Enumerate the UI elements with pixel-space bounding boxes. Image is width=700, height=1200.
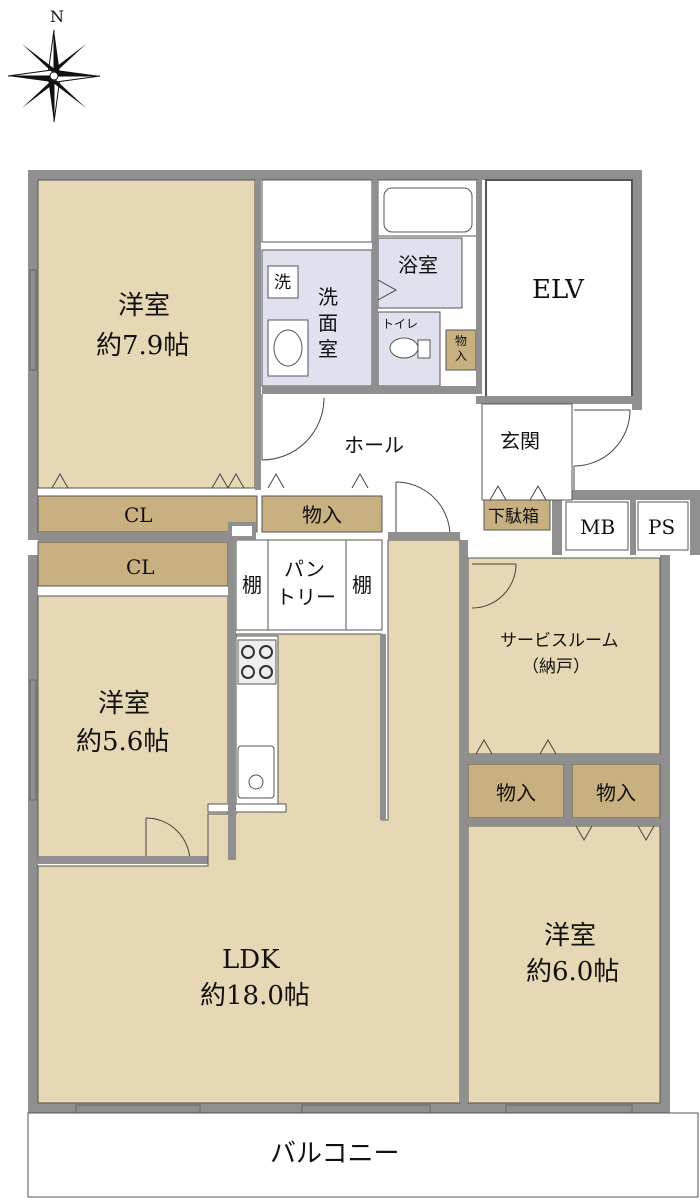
room-western-1-size: 約7.9帖 bbox=[96, 331, 189, 361]
room-western-3-name: 洋室 bbox=[544, 921, 596, 951]
mb-label: MB bbox=[580, 515, 615, 539]
washroom-label-1: 洗 bbox=[318, 285, 338, 309]
pantry-label-2: トリー bbox=[276, 585, 336, 609]
hall-storage bbox=[261, 495, 383, 533]
room-western-2-name: 洋室 bbox=[98, 689, 150, 719]
elevator-shaft bbox=[485, 179, 633, 401]
washroom-label-3: 室 bbox=[318, 337, 338, 361]
hall-door bbox=[395, 481, 451, 537]
pantry-shelf-right: 棚 bbox=[352, 573, 372, 597]
entrance-label: 玄関 bbox=[500, 429, 540, 453]
service-storage-2-label: 物入 bbox=[596, 781, 636, 805]
entrance-door bbox=[573, 409, 631, 490]
toilet-storage-label-1: 物 bbox=[455, 334, 467, 348]
pantry-label-1: パン bbox=[284, 557, 325, 581]
room-ldk-size: 約18.0帖 bbox=[200, 981, 310, 1011]
shoe-box-label: 下駄箱 bbox=[488, 507, 539, 527]
elevator-label: ELV bbox=[532, 275, 585, 305]
washroom-label-2: 面 bbox=[318, 311, 338, 335]
mb-box bbox=[565, 501, 629, 551]
closet-2-label: CL bbox=[126, 555, 155, 579]
ps-label: PS bbox=[648, 515, 675, 539]
ps-box bbox=[637, 501, 689, 551]
washer-label: 洗 bbox=[274, 273, 291, 293]
pantry bbox=[228, 522, 383, 631]
hall-storage-label: 物入 bbox=[302, 503, 342, 527]
shoe-box bbox=[483, 499, 551, 531]
closet-1-door-marks bbox=[51, 472, 245, 489]
toilet-storage-label-2: 入 bbox=[455, 349, 467, 363]
toilet-label: トイレ bbox=[382, 317, 418, 331]
partition-walls bbox=[228, 532, 660, 1103]
elevator-wall bbox=[476, 396, 642, 404]
wall-western-2-bottom bbox=[38, 856, 208, 864]
balcony-label: バルコニー bbox=[270, 1139, 399, 1169]
wall-cl-divider bbox=[38, 532, 228, 542]
hall-storage-door-marks bbox=[267, 472, 369, 489]
compass-north-label: N bbox=[50, 7, 64, 26]
wet-area bbox=[261, 179, 482, 394]
service-room-door bbox=[471, 563, 517, 609]
room-western-3 bbox=[467, 825, 661, 1104]
closet-1 bbox=[37, 495, 258, 533]
room-western-3-size: 約6.0帖 bbox=[526, 957, 619, 987]
room-ldk-name: LDK bbox=[222, 945, 280, 975]
room-western-1-name: 洋室 bbox=[118, 291, 170, 321]
bathroom-label: 浴室 bbox=[398, 253, 438, 277]
pantry-shelf-left: 棚 bbox=[242, 573, 262, 597]
closet-1-label: CL bbox=[124, 503, 153, 527]
western-3-door-marks bbox=[575, 825, 655, 842]
service-storage-1-label: 物入 bbox=[496, 781, 536, 805]
door-western-2 bbox=[145, 817, 191, 863]
hall bbox=[261, 394, 476, 490]
outer-walls bbox=[28, 170, 700, 1113]
shoe-box-door-marks bbox=[489, 484, 547, 501]
compass-rose-icon bbox=[7, 29, 101, 123]
service-room-sub: （納戸） bbox=[522, 657, 590, 677]
kitchen-counter bbox=[207, 634, 386, 820]
service-room bbox=[467, 557, 661, 755]
room-western-2 bbox=[37, 595, 229, 859]
service-door-marks bbox=[475, 738, 557, 755]
room-western-1 bbox=[37, 179, 261, 490]
service-room-name: サービスルーム bbox=[500, 631, 619, 651]
room-western-2-size: 約5.6帖 bbox=[76, 727, 169, 757]
balcony bbox=[27, 1112, 699, 1198]
hall-label: ホール bbox=[344, 433, 404, 457]
closet-2 bbox=[37, 541, 229, 587]
